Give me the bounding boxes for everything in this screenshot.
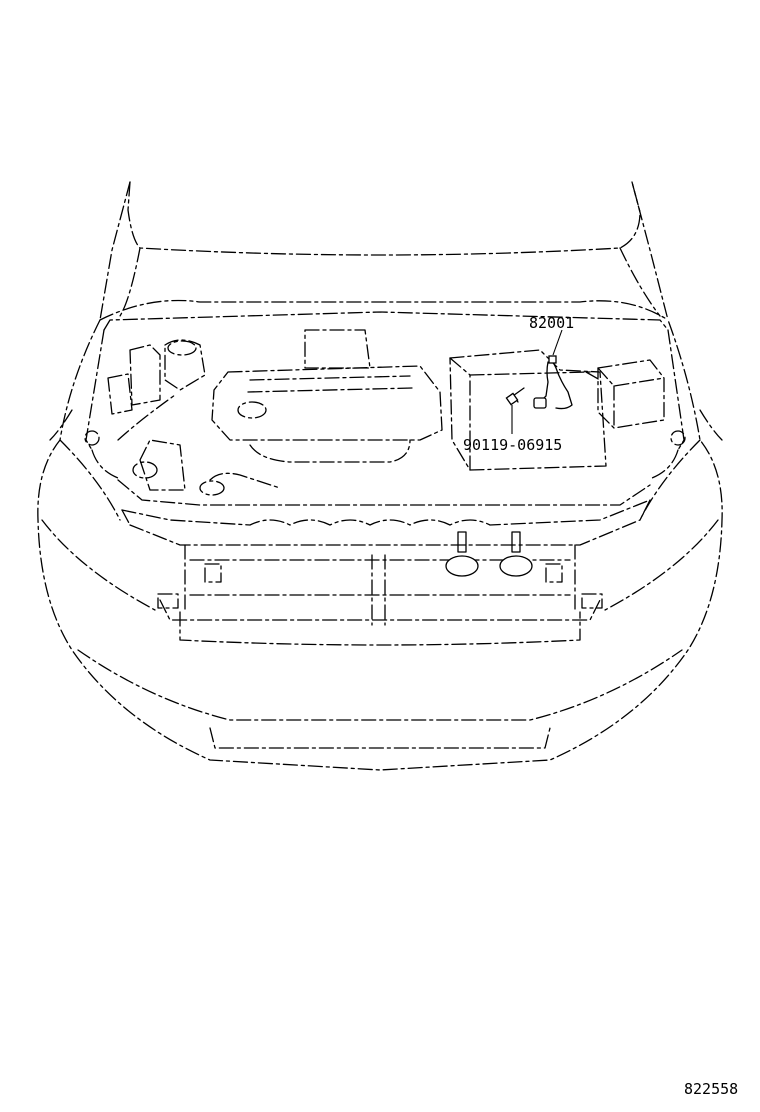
battery [449,349,607,471]
fuse-relay-box [585,359,665,429]
radiator-support [117,479,651,646]
car-body-outline [37,299,723,771]
engine-cover [199,329,443,496]
reservoirs-left [107,339,206,491]
horn-left [445,531,479,577]
headlamp-brackets [157,563,603,609]
engine-bay-frame [49,311,723,479]
hood [99,181,669,321]
label-82001: 82001 [529,314,574,332]
horn-right [499,531,533,577]
part-82001-sensor [533,355,573,410]
leader-82001 [552,329,563,356]
diagram-number: 822558 [684,1080,738,1098]
label-90119-06915: 90119-06915 [463,436,562,454]
part-90119-06915-bolt [505,387,525,406]
